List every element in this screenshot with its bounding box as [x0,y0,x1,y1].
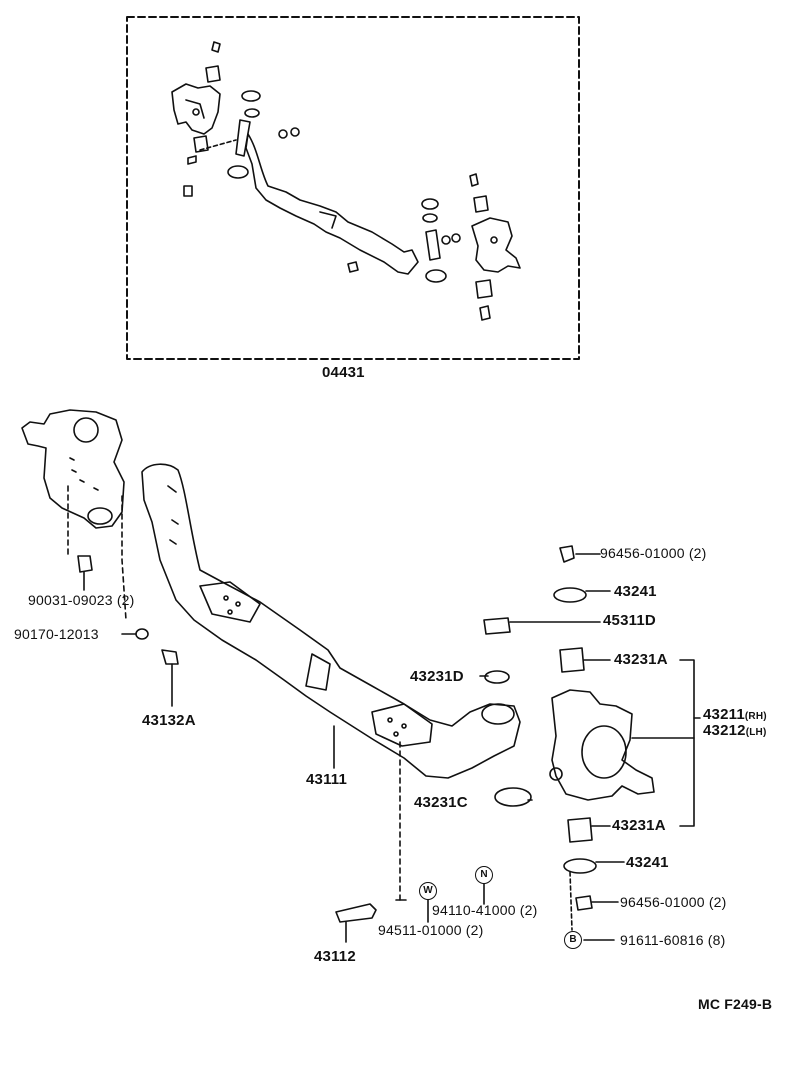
label-43231d: 43231D [410,668,464,685]
knuckle-arm-left [21,409,125,529]
kit-washer-1 [241,90,261,102]
bolt-90031 [77,555,93,573]
pin-43112 [335,903,377,923]
kit-nut-a [278,129,288,139]
kit-dashed-box [126,16,580,360]
label-43212: 43212(LH) [703,722,767,739]
bolt-96456-bot [575,895,593,911]
label-43211: 43211(RH) [703,706,767,723]
label-43111: 43111 [306,771,348,788]
kit-axle-beam [245,133,419,275]
grease-90170 [135,628,149,640]
label-43231a-bot: 43231A [612,817,666,834]
bushing-45311d [483,617,511,635]
label-94110: 94110-41000 (2) [432,902,538,918]
label-90031: 90031-09023 (2) [28,592,135,608]
label-96456-top: 96456-01000 (2) [600,545,707,561]
callout-w: W [419,882,437,900]
label-45311d: 45311D [603,612,656,629]
label-43231c: 43231C [414,794,468,811]
kit-kingpin-right [425,229,441,261]
seal-43231c [494,787,532,807]
label-96456-bot: 96456-01000 (2) [620,894,727,910]
callout-n: N [475,866,493,884]
kit-knuckle-left [171,83,221,135]
bushing-43231a-bot [567,817,593,843]
cap-43241-bot [563,858,597,874]
label-43241-bot: 43241 [626,854,669,871]
bolt-43132a [161,649,179,665]
kit-kingpin-left [235,119,251,157]
kit-nut-b [290,127,300,137]
cap-43241-top [553,587,587,603]
kit-bushing-top-left [205,65,221,83]
label-90170: 90170-12013 [14,626,99,642]
kit-seal-left [227,165,249,179]
steering-knuckle-right [549,689,655,801]
ring-43231d [484,670,510,684]
kit-part-number: 04431 [322,364,365,381]
front-axle-beam [141,463,521,779]
kit-seal-right [425,269,447,283]
label-43241-top: 43241 [614,583,657,600]
bolt-96456-top [559,545,575,563]
label-94511: 94511-01000 (2) [378,922,484,938]
kit-bolt-top-left [211,41,221,53]
label-43132a: 43132A [142,712,196,729]
label-91611: 91611-60816 (8) [620,932,726,948]
bushing-43231a-top [559,647,585,673]
label-43112: 43112 [314,948,356,965]
kit-knuckle-right [471,217,521,273]
kit-washer-2 [244,108,260,118]
kit-bushing-low-left [193,135,209,153]
callout-b: B [564,931,582,949]
drawing-code: MC F249-B [698,996,773,1012]
label-43231a-top: 43231A [614,651,668,668]
